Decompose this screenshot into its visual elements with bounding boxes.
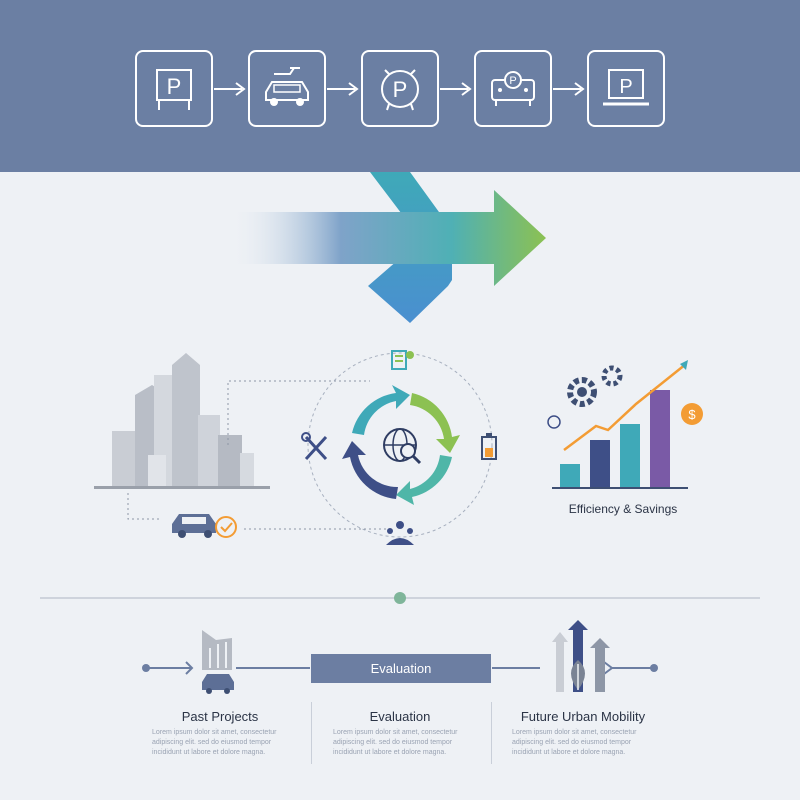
car-icon [265,67,309,106]
section-title-evaluation: Evaluation [369,709,431,724]
svg-text:P: P [393,77,408,102]
svg-text:$: $ [688,407,696,422]
section-title-past-projects: Past Projects [181,709,259,724]
cycle-arrow-navy [342,441,398,499]
people-network-icon [386,521,414,545]
checklist-icon [391,350,414,370]
transition-arrows [230,172,546,323]
evaluation-bar[interactable]: Evaluation [311,654,491,683]
parking-circle-icon: P [381,69,419,111]
parking-sign-icon: P [156,69,192,110]
process-banner [0,0,800,172]
efficiency-label: Efficiency & Savings [568,502,678,516]
step-parking-circle[interactable]: P [361,50,439,127]
dollar-icon [681,403,703,425]
gear-icon [567,377,597,407]
timeline-track [142,620,658,694]
step-car[interactable] [248,50,326,127]
car-check-icon [172,514,237,538]
coin-icon [547,415,561,429]
flow-connector [553,82,585,96]
gear-small-icon [601,365,623,387]
dashed-connectors [127,380,390,530]
down-arrow [368,172,452,323]
flow-connector [214,82,246,96]
section-body-future-urban-mobility: Lorem ipsum dolor sit amet, consectetur … [512,729,637,756]
chart-bar [590,440,610,488]
right-arrow [230,190,546,286]
globe-search-icon [383,428,422,465]
section-divider [491,702,492,764]
cycle-arrow-green [410,393,460,453]
efficiency-chart: $ [547,360,703,489]
section-body-past-projects: Lorem ipsum dolor sit amet, consectetur … [152,729,277,756]
step-parking-monitor[interactable]: P [587,50,665,127]
section-divider [311,702,312,764]
parking-monitor-icon: P [603,69,649,106]
battery-icon [481,433,497,460]
city-skyline [94,353,270,489]
step-parking-projector[interactable]: P [474,50,552,127]
svg-text:P: P [619,76,632,98]
parking-projector-icon: P [491,71,535,106]
cycle-arrow-teal [352,385,410,435]
step-parking-sign[interactable]: P [135,50,213,127]
chart-bar [560,464,580,488]
timeline-divider [40,592,760,604]
center-cycle [301,350,497,545]
growth-arrows-icon [552,620,610,692]
flow-connector [440,82,472,96]
svg-text:P: P [509,75,516,87]
flow-connector [327,82,359,96]
svg-text:P: P [167,74,182,99]
section-title-future-urban-mobility: Future Urban Mobility [520,709,646,724]
chart-bar [650,390,670,488]
past-projects-icon [202,630,234,694]
section-body-evaluation: Lorem ipsum dolor sit amet, consectetur … [333,729,458,756]
cycle-arrow-teal-2 [396,455,452,505]
chart-bar [620,424,640,488]
trend-line [563,363,687,451]
wrench-screwdriver-icon [301,432,328,461]
